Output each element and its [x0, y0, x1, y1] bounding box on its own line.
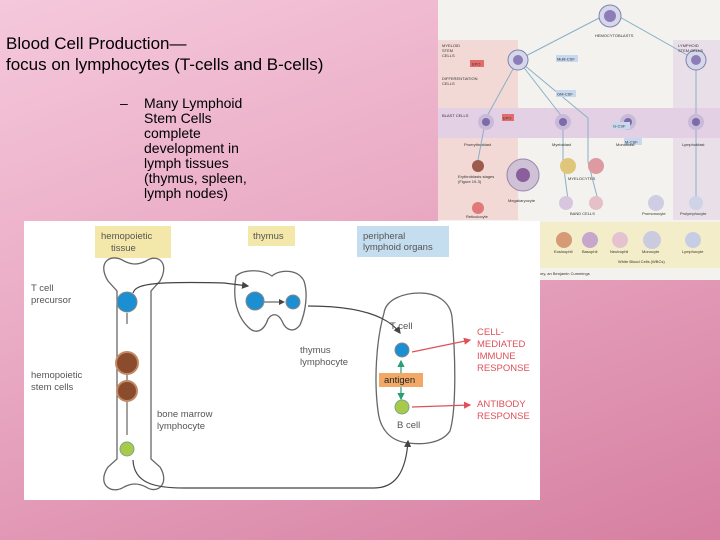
bullet-line: (thymus, spleen,	[144, 170, 247, 186]
megakaryocyte-label: Megakaryocyte	[508, 198, 536, 203]
bullet-line: Many Lymphoid	[144, 95, 243, 111]
bullet-dash: –	[120, 95, 128, 111]
bone-marrow-lymphocyte-cell	[119, 441, 135, 457]
lymphoblast-label: Lymphoblast	[682, 142, 705, 147]
differentiation-label-2: CELLS	[442, 81, 455, 86]
thymus-lymphocyte-label-1: thymus	[300, 345, 331, 356]
cell-mediated-label-4: RESPONSE	[477, 363, 530, 374]
thymus-lymphocyte-label-2: lymphocyte	[300, 357, 348, 368]
lymphocyte-label: Lymphocyte	[682, 249, 704, 254]
bullet-line: development in	[144, 140, 239, 156]
g-csf-tag: G-CSF	[613, 124, 626, 129]
basophil-label: Basophil	[582, 249, 597, 254]
m-csf-tag: M-CSF	[625, 140, 638, 145]
thymus-label: thymus	[253, 231, 284, 242]
cell-mediated-label-1: CELL-	[477, 327, 504, 338]
erythroblast-label-2: (Figure 19-3)	[458, 179, 482, 184]
myelocytes-label: MYELOCYTES	[568, 176, 596, 181]
lymphoid-label-1: LYMPHOID	[678, 43, 699, 48]
thymus-box	[248, 226, 295, 246]
slide-title: Blood Cell Production— focus on lymphocy…	[6, 33, 426, 75]
bone-marrow-lymphocyte-label-2: lymphocyte	[157, 421, 205, 432]
gm-csf-tag: GM-CSF	[557, 92, 573, 97]
lymphoid-label-2: STEM CELLS	[678, 48, 703, 53]
hemopoietic-tissue-box	[95, 226, 171, 258]
bullet-line: lymph tissues	[144, 155, 229, 171]
arrow-precursor-to-thymus	[132, 281, 250, 294]
band-cells-label: BAND CELLS	[570, 211, 595, 216]
epo-tag-2: EPO	[503, 116, 511, 121]
antibody-arrow	[411, 401, 472, 409]
promonocyte-label: Promonocyte	[642, 211, 666, 216]
erythroblast-label-1: Erythroblasts stages	[458, 174, 494, 179]
blast-cells-label: BLAST CELLS	[442, 113, 469, 118]
epo-tag: EPO	[472, 62, 480, 67]
inset-credit: Ivey, an Benjamin Cummings	[538, 271, 590, 276]
hemopoietic-stem-label-2: stem cells	[31, 382, 73, 393]
bone-marrow-lymphocyte-label-1: bone marrow	[157, 409, 213, 420]
bone-shape	[103, 257, 165, 491]
t-cell-precursor-label-2: precursor	[31, 295, 71, 306]
arrow-thymus-to-organ	[307, 305, 401, 334]
hemopoietic-stem-label-1: hemopoietic	[31, 370, 82, 381]
bullet-item: – Many Lymphoid Stem Cells complete deve…	[120, 96, 290, 201]
t-cell-precursor-cell	[116, 291, 138, 313]
inset-factor-tags: EPO Multi-CSF GM-CSF EPO G-CSF M-CSF	[470, 55, 642, 145]
differentiation-label-1: DIFFERENTIATION	[442, 76, 478, 81]
t-cell-label: T cell	[390, 321, 413, 332]
wbc-label: White Blood Cells (WBCs)	[618, 259, 665, 264]
inset-cells	[472, 4, 707, 249]
hemopoietic-tissue-label-2: tissue	[111, 243, 136, 254]
myeloid-label-3: CELLS	[442, 53, 455, 58]
prolymphocyte-label: Prolymphocyte	[680, 211, 707, 216]
myeloid-label-1: MYELOID	[442, 43, 460, 48]
cell-mediated-label-2: MEDIATED	[477, 339, 526, 350]
title-line-1: Blood Cell Production—	[6, 34, 187, 53]
hemocytoblasts-label: HEMOCYTOBLASTS	[595, 33, 634, 38]
peripheral-box	[357, 226, 449, 257]
bullet-line: complete	[144, 125, 201, 141]
thymus-cell-1	[245, 291, 265, 311]
antibody-label-2: RESPONSE	[477, 411, 530, 422]
antigen-box	[379, 373, 423, 387]
myeloblast-label: Myeloblast	[552, 142, 572, 147]
stem-cell-1	[115, 351, 139, 375]
thymus-shape	[234, 270, 307, 332]
proerythroblast-label: Proerythroblast	[464, 142, 492, 147]
antigen-label: antigen	[384, 375, 415, 386]
bullet-line: Stem Cells	[144, 110, 212, 126]
cell-mediated-arrow	[411, 337, 472, 353]
b-cell-label: B cell	[397, 420, 420, 431]
monocyte-label: Monocyte	[642, 249, 660, 254]
bullet-line: lymph nodes)	[144, 185, 229, 201]
hemopoietic-tissue-label-1: hemopoietic	[101, 231, 152, 242]
title-line-2: focus on lymphocytes (T-cells and B-cell…	[6, 55, 324, 74]
neutrophil-label: Neutrophil	[610, 249, 628, 254]
bullet-text: Many Lymphoid Stem Cells complete develo…	[144, 96, 247, 201]
myeloid-label-2: STEM	[442, 48, 453, 53]
eosinophil-label: Eosinophil	[554, 249, 573, 254]
cell-mediated-label-3: IMMUNE	[477, 351, 516, 362]
peripheral-label-2: lymphoid organs	[363, 242, 433, 253]
circulation-arrow-bottom	[132, 439, 412, 489]
stem-cell-2	[116, 380, 138, 402]
monoblast-label: Monoblast	[616, 142, 635, 147]
lymphocyte-development-diagram: hemopoietic tissue thymus peripheral lym…	[24, 221, 540, 500]
t-cell	[394, 342, 410, 358]
t-cell-precursor-label-1: T cell	[31, 283, 54, 294]
reticulocyte-label: Reticulocyte	[466, 214, 489, 219]
multi-csf-tag: Multi-CSF	[557, 57, 575, 62]
thymus-cell-2	[285, 294, 301, 310]
peripheral-label-1: peripheral	[363, 231, 405, 242]
b-cell	[394, 399, 410, 415]
antibody-label-1: ANTIBODY	[477, 399, 526, 410]
